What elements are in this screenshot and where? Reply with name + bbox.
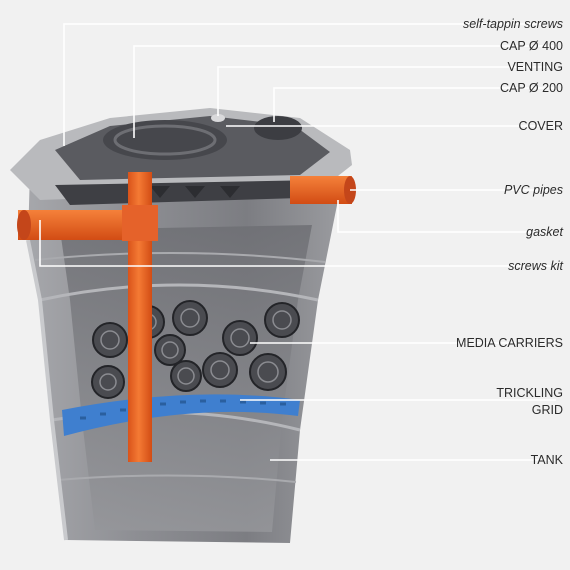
label-cap-400: CAP Ø 400 xyxy=(499,39,563,53)
label-media-carriers: MEDIA CARRIERS xyxy=(456,336,563,350)
t-junction xyxy=(122,205,158,241)
media-carrier xyxy=(92,322,128,358)
cover xyxy=(10,108,352,205)
label-self-tapping-screws: self-tappin screws xyxy=(462,17,563,31)
media-carrier xyxy=(172,300,208,336)
leader-cap-400 xyxy=(133,45,556,138)
leader-self-tapping-screws xyxy=(63,23,556,146)
media-carrier xyxy=(222,320,258,356)
label-pvc-pipes: PVC pipes xyxy=(503,183,563,197)
label-tank: TANK xyxy=(530,453,563,467)
media-carrier xyxy=(154,334,186,366)
trickling-grid xyxy=(62,394,300,436)
label-gasket: gasket xyxy=(526,225,563,239)
cover-underside xyxy=(55,180,320,205)
leader-lines xyxy=(39,23,556,461)
pvc-pipes xyxy=(17,172,356,462)
label-cap-200: CAP Ø 200 xyxy=(499,81,563,95)
tank-rib xyxy=(57,474,297,483)
tank-rib xyxy=(39,283,319,302)
media-carrier xyxy=(91,365,125,399)
leader-cap-200 xyxy=(273,87,556,122)
media-carriers xyxy=(91,300,300,399)
cap-400-ring xyxy=(113,124,217,156)
label-cover: COVER xyxy=(518,119,563,133)
media-carrier xyxy=(264,302,300,338)
venting-cap xyxy=(211,114,225,122)
label-screws-kit: screws kit xyxy=(508,259,563,273)
label-venting: VENTING xyxy=(507,60,563,74)
media-carrier xyxy=(249,353,287,391)
label-trickling-grid-line2: GRID xyxy=(531,403,563,417)
outlet-pipe xyxy=(290,176,352,204)
leader-screws-kit xyxy=(39,220,556,267)
leader-gasket xyxy=(337,200,556,233)
cap-200 xyxy=(254,116,302,140)
media-carrier xyxy=(170,360,202,392)
tank-rib xyxy=(34,251,326,263)
inlet-pipe xyxy=(18,210,136,240)
tank-wall-edge xyxy=(26,239,68,541)
media-carrier xyxy=(202,352,238,388)
cover-teeth xyxy=(150,186,240,198)
inlet-pipe-end xyxy=(17,210,31,240)
leader-venting xyxy=(217,66,556,116)
label-trickling-grid-line1: TRICKLING xyxy=(496,386,563,400)
